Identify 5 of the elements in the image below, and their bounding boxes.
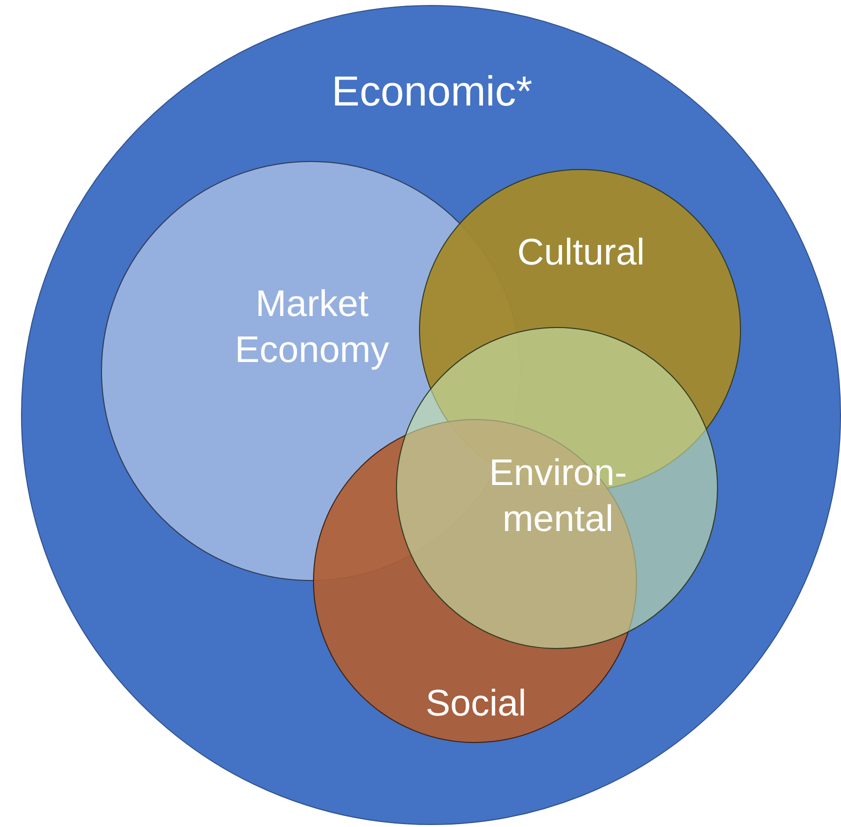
circle-label: Social [424, 681, 528, 726]
circle-label: Economic* [330, 66, 534, 116]
circle-label: Environ-mental [488, 450, 628, 541]
circle-label: Cultural [516, 230, 646, 274]
circle-label: Market Economy [234, 282, 390, 372]
